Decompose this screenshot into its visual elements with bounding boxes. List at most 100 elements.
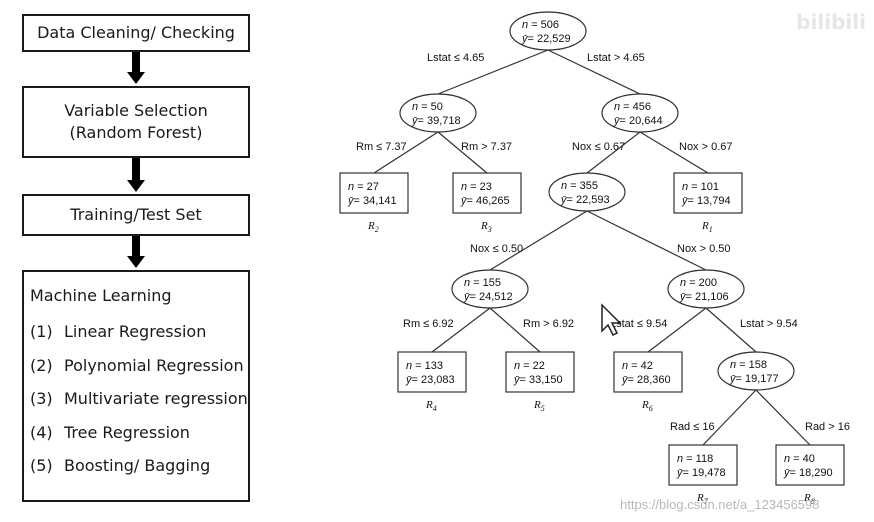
tree-edge bbox=[489, 307, 541, 353]
ml-item-label: Polynomial Regression bbox=[64, 356, 244, 375]
node-mean: ȳ= 22,529 bbox=[521, 33, 571, 45]
node-count: n = 158 bbox=[730, 359, 767, 371]
split-condition-label: Lstat ≤ 9.54 bbox=[610, 318, 667, 330]
node-count: n = 506 bbox=[522, 19, 559, 31]
step-machine-learning: Machine Learning (1)Linear Regression (2… bbox=[22, 270, 250, 502]
node-ellipse bbox=[548, 172, 626, 212]
ml-item: (4)Tree Regression bbox=[30, 423, 190, 442]
node-box bbox=[397, 351, 467, 393]
tree-split-node: n = 50ȳ= 39,718 bbox=[399, 93, 477, 133]
tree-edge bbox=[702, 389, 757, 446]
node-ellipse bbox=[451, 269, 529, 309]
split-condition-label: Rad > 16 bbox=[805, 421, 850, 433]
node-ellipse bbox=[399, 93, 477, 133]
step-variable-selection: Variable Selection (Random Forest) bbox=[22, 86, 250, 158]
ml-item-num: (3) bbox=[30, 389, 53, 408]
node-mean: ȳ= 34,141 bbox=[347, 195, 397, 207]
region-label: R4 bbox=[425, 399, 437, 413]
node-mean: ȳ= 23,083 bbox=[405, 374, 455, 386]
step-variable-selection-label: Variable Selection bbox=[64, 101, 208, 120]
ml-item-label: Linear Regression bbox=[64, 322, 207, 341]
node-ellipse bbox=[509, 11, 587, 51]
tree-edge bbox=[437, 131, 488, 174]
node-count: n = 27 bbox=[348, 181, 379, 193]
tree-edge bbox=[705, 307, 757, 353]
split-condition-label: Nox ≤ 0.50 bbox=[470, 243, 523, 255]
node-count: n = 456 bbox=[614, 101, 651, 113]
node-mean: ȳ= 28,360 bbox=[621, 374, 671, 386]
node-count: n = 133 bbox=[406, 360, 443, 372]
node-box bbox=[775, 444, 845, 486]
node-count: n = 101 bbox=[682, 181, 719, 193]
tree-edge bbox=[437, 49, 549, 95]
node-mean: ȳ= 33,150 bbox=[513, 374, 563, 386]
region-label: R8 bbox=[803, 492, 815, 506]
node-mean: ȳ= 19,177 bbox=[729, 373, 779, 385]
flow-arrow-head bbox=[127, 180, 145, 192]
split-condition-label: Nox ≤ 0.67 bbox=[572, 141, 625, 153]
node-count: n = 118 bbox=[677, 453, 713, 465]
node-ellipse bbox=[601, 93, 679, 133]
node-box bbox=[339, 172, 409, 214]
tree-edge bbox=[547, 49, 641, 95]
node-count: n = 42 bbox=[622, 360, 653, 372]
step-data-cleaning-label: Data Cleaning/ Checking bbox=[37, 23, 235, 42]
node-box bbox=[613, 351, 683, 393]
region-label: R2 bbox=[367, 220, 379, 234]
node-count: n = 22 bbox=[514, 360, 545, 372]
step-training-test: Training/Test Set bbox=[22, 194, 250, 236]
node-mean: ȳ= 24,512 bbox=[463, 291, 513, 303]
node-count: n = 200 bbox=[680, 277, 717, 289]
bilibili-logo: bilibili bbox=[796, 10, 866, 34]
tree-split-node: n = 155 ȳ= 24,512 bbox=[451, 269, 529, 309]
ml-item: (5) Boosting/ Bagging bbox=[30, 456, 210, 475]
node-box bbox=[505, 351, 575, 393]
ml-item-num: (1) bbox=[30, 322, 53, 341]
step-variable-selection-sublabel: (Random Forest) bbox=[69, 123, 203, 142]
node-mean: ȳ= 46,265 bbox=[460, 195, 510, 207]
node-mean: ȳ= 13,794 bbox=[681, 195, 731, 207]
split-condition-label: Nox > 0.67 bbox=[679, 141, 733, 153]
tree-split-node: n = 506 ȳ= 22,529 bbox=[509, 11, 587, 51]
tree-split-node: n = 158 ȳ= 19,177 bbox=[717, 351, 795, 391]
step-training-test-label: Training/Test Set bbox=[70, 205, 202, 224]
split-condition-label: Rm > 6.92 bbox=[523, 318, 574, 330]
node-box bbox=[668, 444, 738, 486]
tree-split-node: n = 456 ȳ= 20,644 bbox=[601, 93, 679, 133]
flow-arrow-shaft bbox=[132, 52, 140, 72]
ml-item: (3) Multivariate regression bbox=[30, 389, 248, 408]
region-label: R5 bbox=[533, 399, 545, 413]
ml-item-num: (5) bbox=[30, 456, 53, 475]
node-mean: ȳ= 20,644 bbox=[613, 115, 663, 127]
split-condition-label: Rm ≤ 7.37 bbox=[356, 141, 407, 153]
tree-edge bbox=[755, 389, 811, 446]
region-label: R6 bbox=[641, 399, 653, 413]
node-mean: ȳ= 19,478 bbox=[676, 467, 726, 479]
mouse-cursor-icon bbox=[601, 303, 622, 337]
ml-item: (2) Polynomial Regression bbox=[30, 356, 244, 375]
split-condition-label: Nox > 0.50 bbox=[677, 243, 731, 255]
ml-item-label: Boosting/ Bagging bbox=[64, 456, 211, 475]
split-condition-label: Rm ≤ 6.92 bbox=[403, 318, 454, 330]
node-count: n = 155 bbox=[464, 277, 501, 289]
ml-item-label: Multivariate regression bbox=[64, 389, 248, 408]
region-label: R3 bbox=[480, 220, 492, 234]
node-count: n = 23 bbox=[461, 181, 492, 193]
ml-item-num: (4) bbox=[30, 423, 53, 442]
ml-item-num: (2) bbox=[30, 356, 53, 375]
split-condition-label: Lstat > 9.54 bbox=[740, 318, 798, 330]
node-mean: ȳ= 39,718 bbox=[411, 115, 461, 127]
tree-edge bbox=[431, 307, 491, 353]
split-condition-label: Rm > 7.37 bbox=[461, 141, 512, 153]
split-condition-label: Lstat > 4.65 bbox=[587, 52, 645, 64]
flow-arrow-shaft bbox=[132, 236, 140, 256]
